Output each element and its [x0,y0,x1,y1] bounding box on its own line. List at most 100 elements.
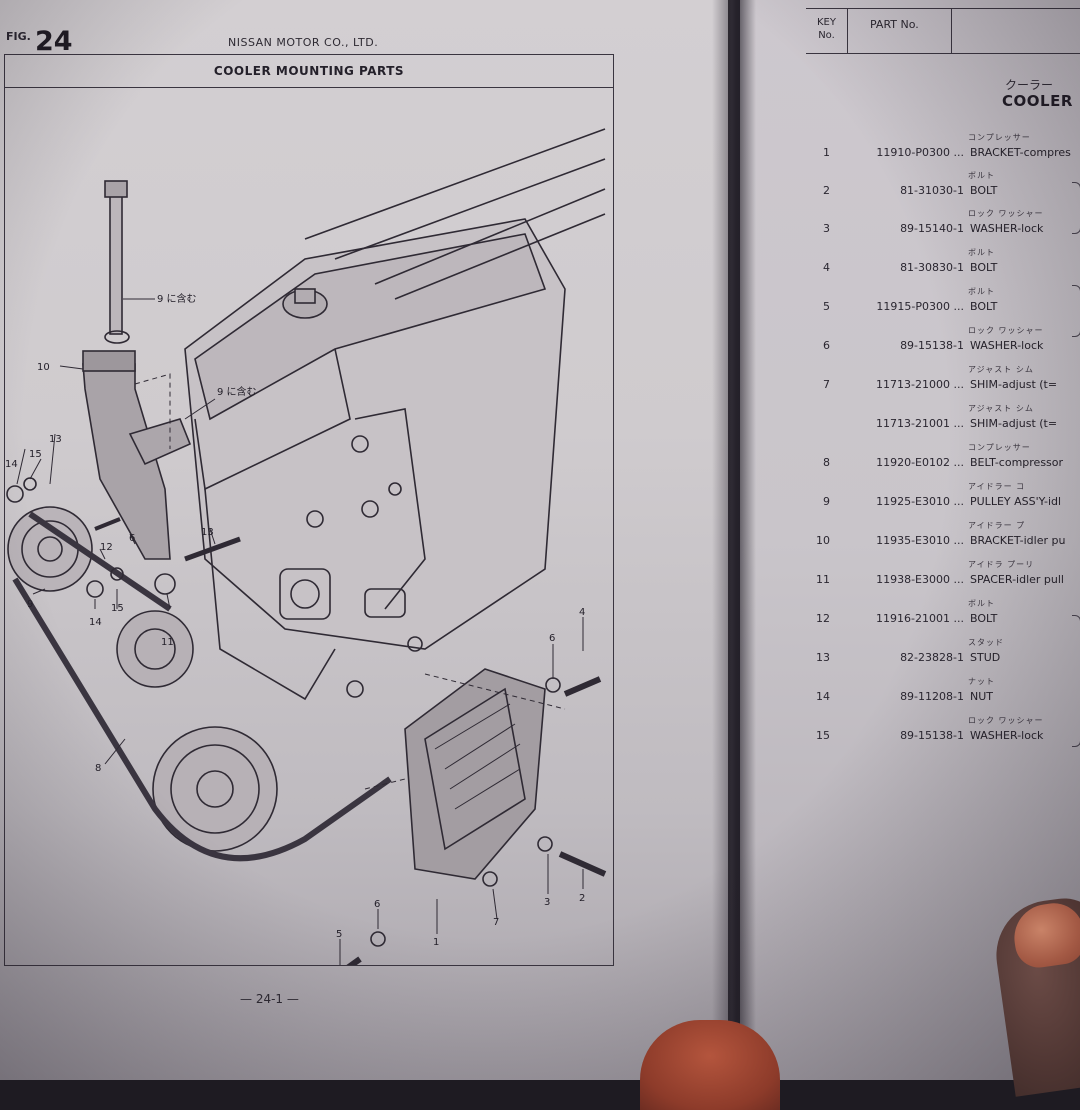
part-name-jp: ボルト [968,248,995,257]
header-key: KEY No. [806,9,848,53]
table-row: 7 11713-21000 ... アジャスト シム SHIM-adjust (t= [740,364,1080,402]
part-name: BOLT [970,612,998,625]
part-name-jp: ロック ワッシャー [968,209,1044,218]
part-name-jp: ボルト [968,287,995,296]
part-name-jp: ボルト [968,171,995,180]
header-part-no: PART No. [848,9,952,53]
callout-15-left: 15 [29,449,42,460]
callout-6b: 6 [549,633,555,644]
part-no: 11938-E3000 ... [876,573,964,586]
part-name: SHIM-adjust (t= [970,378,1058,391]
callout-14-left: 14 [5,459,18,470]
exploded-parts-diagram: 9 に含む 9 に含む 10 13 14 15 12 6 13 11 14 15… [5,128,607,965]
part-name: BOLT [970,184,998,197]
part-name: PULLEY ASS'Y-idl [970,495,1062,508]
parts-table-header: KEY No. PART No. [806,8,1080,54]
key-no: 10 [816,534,830,547]
thumb [640,1020,780,1110]
key-no: 13 [816,651,830,664]
key-no: 5 [823,300,830,313]
part-no: 81-31030-1 [900,184,964,197]
part-name: NUT [970,690,993,703]
part-name: SHIM-adjust (t= [970,417,1058,430]
part-no: 11713-21000 ... [876,378,964,391]
key-no: 11 [816,573,830,586]
callout-8: 8 [95,763,101,774]
callout-6a: 6 [129,533,135,544]
part-name-jp: アイドラー プ [968,521,1026,530]
callout-2: 2 [579,893,585,904]
part-no: 89-15140-1 [900,222,964,235]
part-name: SPACER-idler pull [970,573,1064,586]
header-key-no: No. [818,30,835,41]
section-title-jp: クーラー [1005,78,1054,92]
key-no: 6 [823,339,830,352]
part-no: 89-15138-1 [900,339,964,352]
key-no: 15 [816,729,830,742]
callout-10: 10 [37,362,50,373]
section-title: COOLER [1002,92,1073,110]
callout-3: 3 [544,897,550,908]
key-no: 8 [823,456,830,469]
callout-11: 11 [161,637,174,648]
callout-6c: 6 [374,899,380,910]
callout-14-lower: 14 [89,617,102,628]
callout-4: 4 [579,607,585,618]
fig-label: FIG. [6,30,31,43]
part-name: BELT-compressor [970,456,1064,469]
part-no: 82-23828-1 [900,651,964,664]
table-row: 8 11920-E0102 ... コンプレッサー BELT-compressor [740,442,1080,480]
part-name: WASHER-lock [970,222,1044,235]
part-name: BRACKET-idler pu [970,534,1066,547]
callout-12: 12 [100,542,113,553]
illustration-frame: COOLER MOUNTING PARTS [4,54,614,966]
part-name: WASHER-lock [970,339,1044,352]
part-no: 11713-21001 ... [876,417,964,430]
group-brace [1072,615,1080,747]
table-row: 6 89-15138-1 ロック ワッシャー WASHER-lock [740,325,1080,363]
part-no: 81-30830-1 [900,261,964,274]
part-name: BOLT [970,261,998,274]
callout-7: 7 [493,917,499,928]
table-row: 14 89-11208-1 ナット NUT [740,676,1080,714]
header-key-label: KEY [817,17,836,28]
page-number: — 24-1 — [240,992,299,1006]
key-no: 7 [823,378,830,391]
part-no: 11920-E0102 ... [876,456,964,469]
part-name-jp: アジャスト シム [968,365,1034,374]
part-name-jp: ナット [968,677,995,686]
illustration-title: COOLER MOUNTING PARTS [5,55,613,88]
part-name-jp: ロック ワッシャー [968,326,1044,335]
key-no: 1 [823,146,830,159]
book-gutter [712,0,756,1080]
part-name-jp: コンプレッサー [968,443,1031,452]
part-no: 11925-E3010 ... [876,495,964,508]
callout-13-right: 13 [201,527,214,538]
part-name-jp: アジャスト シム [968,404,1034,413]
key-no: 3 [823,222,830,235]
key-no: 2 [823,184,830,197]
key-no: 14 [816,690,830,703]
part-name-jp: ロック ワッシャー [968,716,1044,725]
part-no: 11915-P0300 ... [876,300,964,313]
group-brace [1072,182,1080,234]
part-no: 89-15138-1 [900,729,964,742]
part-name-jp: アイドラー コ [968,482,1026,491]
table-row: 2 81-31030-1 ボルト BOLT [740,170,1080,208]
table-row: 11713-21001 ... アジャスト シム SHIM-adjust (t= [740,403,1080,441]
callout-5: 5 [336,929,342,940]
fig-number: 24 [35,26,73,57]
key-no: 12 [816,612,830,625]
left-page: FIG. 24 NISSAN MOTOR CO., LTD. COOLER MO… [0,0,728,1080]
part-no: 89-11208-1 [900,690,964,703]
part-name-jp: ボルト [968,599,995,608]
part-no: 11910-P0300 ... [876,146,964,159]
part-name-jp: スタッド [968,638,1004,647]
